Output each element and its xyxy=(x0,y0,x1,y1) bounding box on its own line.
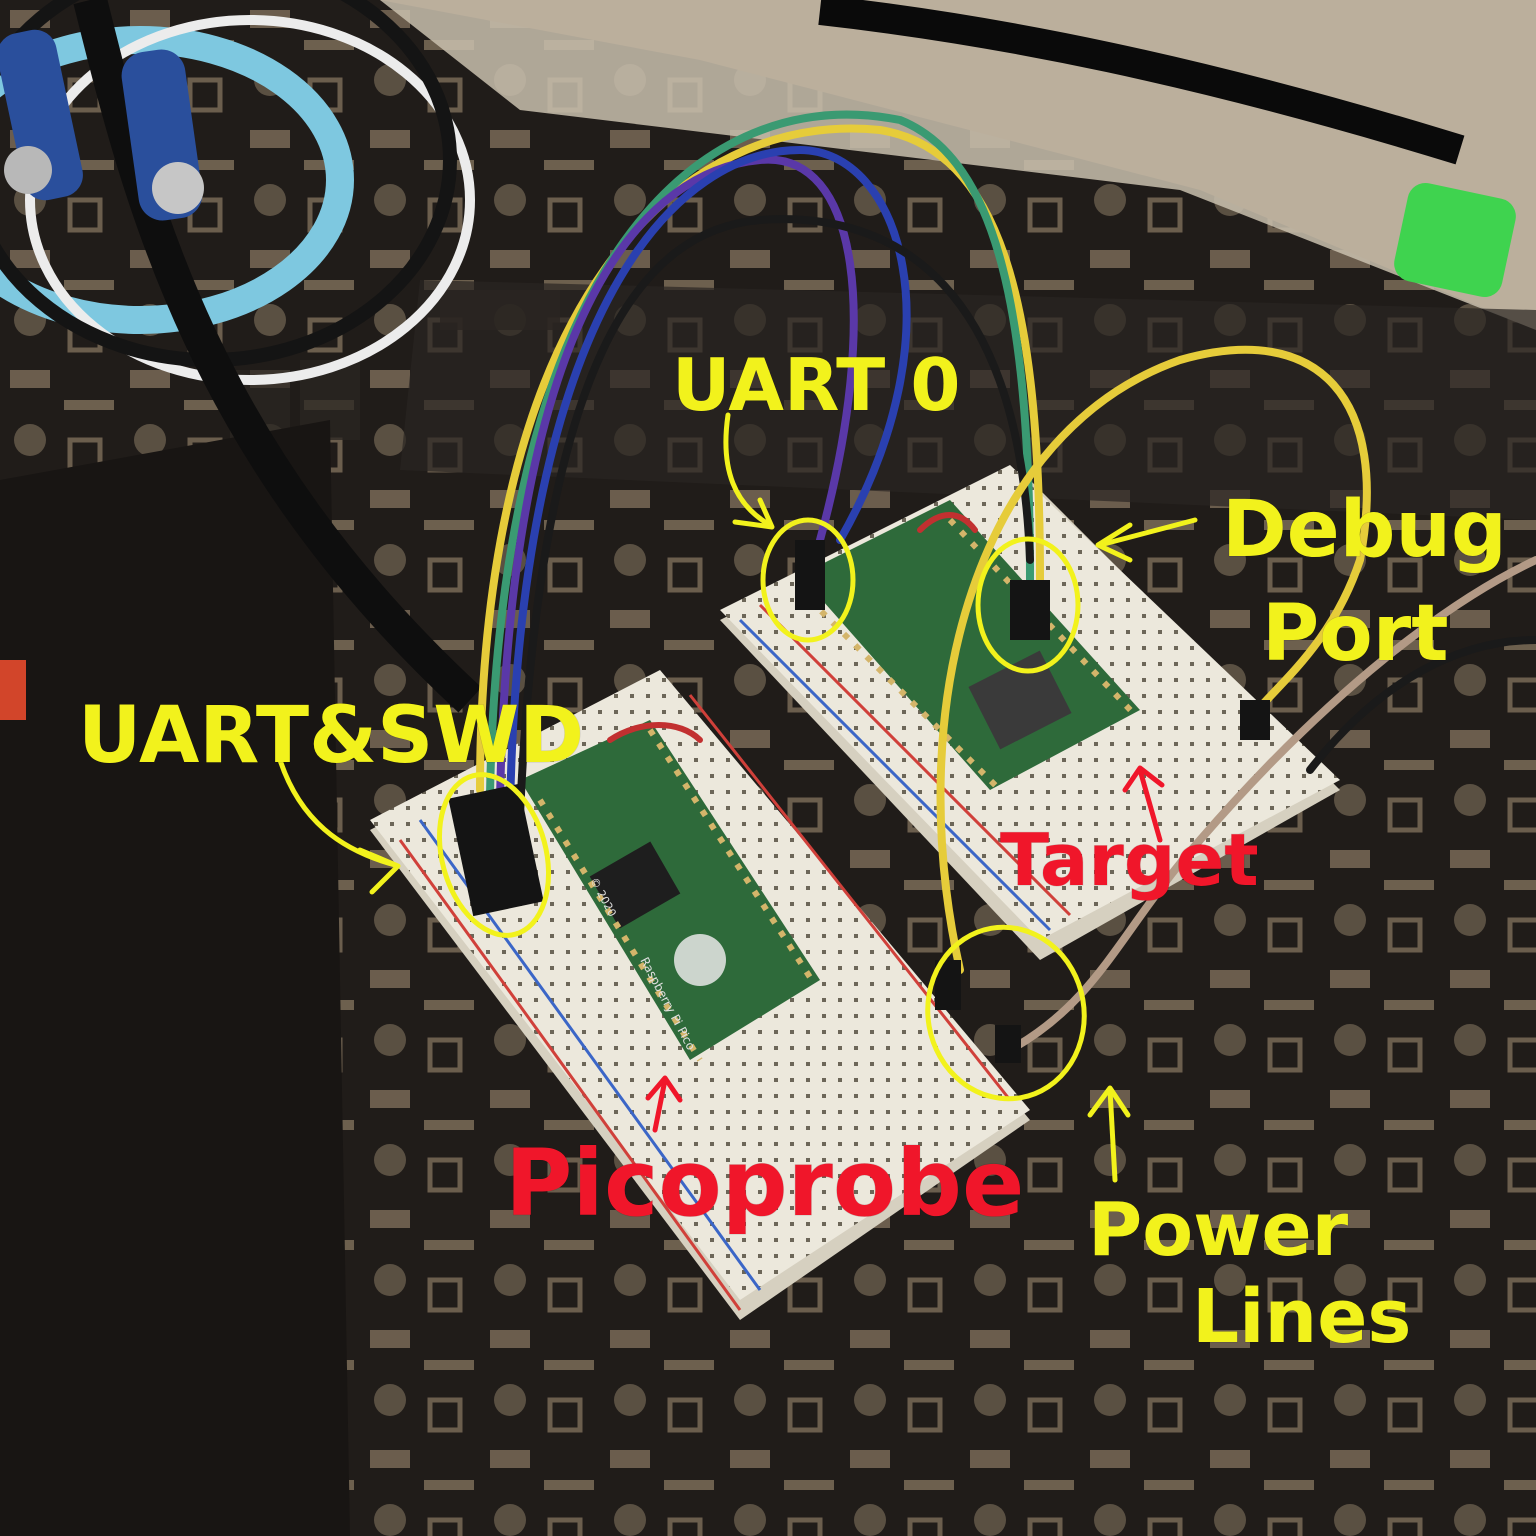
annotation-labels: UART&SWD UART 0 Debug Port Target Picopr… xyxy=(78,343,1508,1361)
dupont-header xyxy=(1010,580,1050,640)
mat-left-dark xyxy=(0,420,350,1536)
rail-line xyxy=(398,839,742,1311)
arrow-icon xyxy=(1097,517,1198,548)
label-target: Target xyxy=(1000,818,1259,902)
dupont-header xyxy=(1240,700,1270,740)
rp2040-chip xyxy=(968,650,1072,750)
arrow-head-icon xyxy=(732,497,775,530)
arrow-icon xyxy=(1107,1087,1118,1183)
dupont-header xyxy=(795,540,825,610)
black-usb-cable xyxy=(73,0,482,713)
label-power-line1: Power xyxy=(1088,1187,1349,1273)
label-debug-line1: Debug xyxy=(1222,485,1507,575)
red-board-wire xyxy=(607,722,703,743)
rp2040-chip xyxy=(589,841,681,929)
rail-line xyxy=(738,618,1052,932)
white-cable xyxy=(25,15,475,385)
arrow-icon xyxy=(652,1077,668,1133)
arrow-head-icon xyxy=(1095,522,1133,563)
annotation-circles xyxy=(436,517,1087,1102)
blue-jumper-wire xyxy=(506,145,911,814)
arrow-head-icon xyxy=(1087,1085,1131,1118)
tan-power-wire xyxy=(1006,556,1536,1054)
label-uart-swd: UART&SWD xyxy=(78,691,584,781)
mat-band xyxy=(400,280,1536,520)
arrow-head-icon xyxy=(1122,765,1165,793)
label-uart0: UART 0 xyxy=(672,343,960,427)
uart0-circle xyxy=(760,517,856,643)
black-power-wire xyxy=(1306,636,1536,774)
battery xyxy=(121,49,204,221)
green-jumper-wire xyxy=(486,110,1034,799)
power-lines-circle xyxy=(925,924,1087,1102)
mat-red-patch xyxy=(0,660,26,720)
desk-clutter xyxy=(0,0,1516,713)
dupont-connectors xyxy=(448,540,1270,1063)
label-picoprobe: Picoprobe xyxy=(505,1130,1024,1237)
label-power-line2: Lines xyxy=(1192,1274,1411,1360)
debug-port-circle xyxy=(975,536,1081,674)
jumper-wires xyxy=(476,110,1536,1054)
dupont-header xyxy=(995,1025,1021,1063)
arrow-head-icon xyxy=(357,847,401,895)
uart-swd-circle xyxy=(436,772,552,938)
label-debug-line2: Port xyxy=(1262,589,1449,679)
target-pico-board xyxy=(800,500,1140,793)
arrow-icon xyxy=(723,412,773,528)
annotation-arrows xyxy=(277,412,1198,1183)
rail-line xyxy=(758,603,1072,917)
battery xyxy=(0,29,83,201)
rail-line xyxy=(688,694,1012,1101)
arrow-icon xyxy=(1137,767,1163,843)
red-board-wire xyxy=(917,512,978,533)
arrow-head-icon xyxy=(645,1075,683,1103)
yellow-power-wire xyxy=(936,345,1371,974)
yellow-jumper-wire xyxy=(476,124,1044,794)
dupont-header xyxy=(448,783,544,917)
green-cap xyxy=(1394,183,1516,297)
mat-glyph-block xyxy=(440,290,560,330)
black-jumper-wire xyxy=(516,215,1034,819)
dark-cable xyxy=(818,0,1465,165)
raspberry-logo-icon xyxy=(674,934,726,986)
